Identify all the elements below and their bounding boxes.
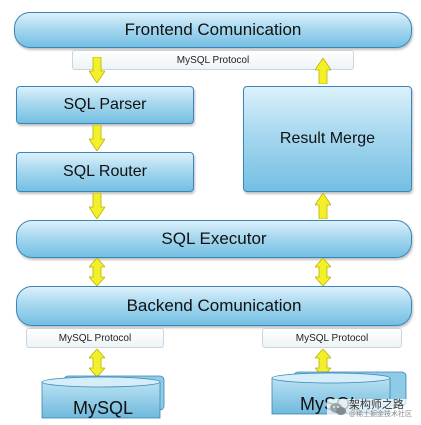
sql-router-label: SQL Router (63, 163, 147, 180)
sql-executor-bar: SQL Executor (16, 220, 412, 258)
arrow-down-to-router (89, 125, 105, 151)
wechat-logo-icon (329, 403, 346, 415)
left-protocol-label: MySQL Protocol (58, 332, 132, 344)
double-arrow-left-backend-db (89, 349, 105, 377)
left-mysql-label: MySQL (72, 398, 133, 418)
right-protocol-label: MySQL Protocol (295, 332, 369, 344)
frontend-communication-bar: Frontend Comunication (14, 12, 412, 48)
watermark: 架构师之路 @稀土掘金技术社区 (326, 399, 415, 419)
frontend-communication-label: Frontend Comunication (124, 20, 302, 39)
arrow-up-to-frontend (315, 58, 331, 84)
backend-communication-label: Backend Comunication (126, 296, 302, 315)
top-protocol-label: MySQL Protocol (176, 54, 250, 66)
result-merge-label: Result Merge (279, 130, 376, 147)
top-protocol-strip: MySQL Protocol (72, 50, 354, 70)
watermark-title: 架构师之路 (348, 399, 404, 411)
left-protocol-strip: MySQL Protocol (26, 328, 164, 348)
arrow-down-to-parser (89, 57, 105, 83)
arrow-up-to-merge (315, 193, 331, 219)
backend-communication-bar: Backend Comunication (16, 286, 412, 326)
sql-router-box: SQL Router (16, 152, 194, 192)
right-protocol-strip: MySQL Protocol (262, 328, 402, 348)
double-arrow-left-executor-backend (89, 258, 105, 286)
watermark-subtitle: @稀土掘金技术社区 (348, 411, 412, 418)
double-arrow-right-backend-db (315, 349, 331, 377)
sql-parser-label: SQL Parser (63, 96, 147, 113)
left-mysql-database: MySQL (40, 374, 166, 420)
sql-parser-box: SQL Parser (16, 86, 194, 124)
sql-executor-label: SQL Executor (161, 229, 267, 248)
arrow-down-to-executor (89, 193, 105, 219)
double-arrow-right-executor-backend (315, 258, 331, 286)
result-merge-box: Result Merge (243, 86, 412, 192)
left-database-cylinder-icon (41, 375, 165, 419)
